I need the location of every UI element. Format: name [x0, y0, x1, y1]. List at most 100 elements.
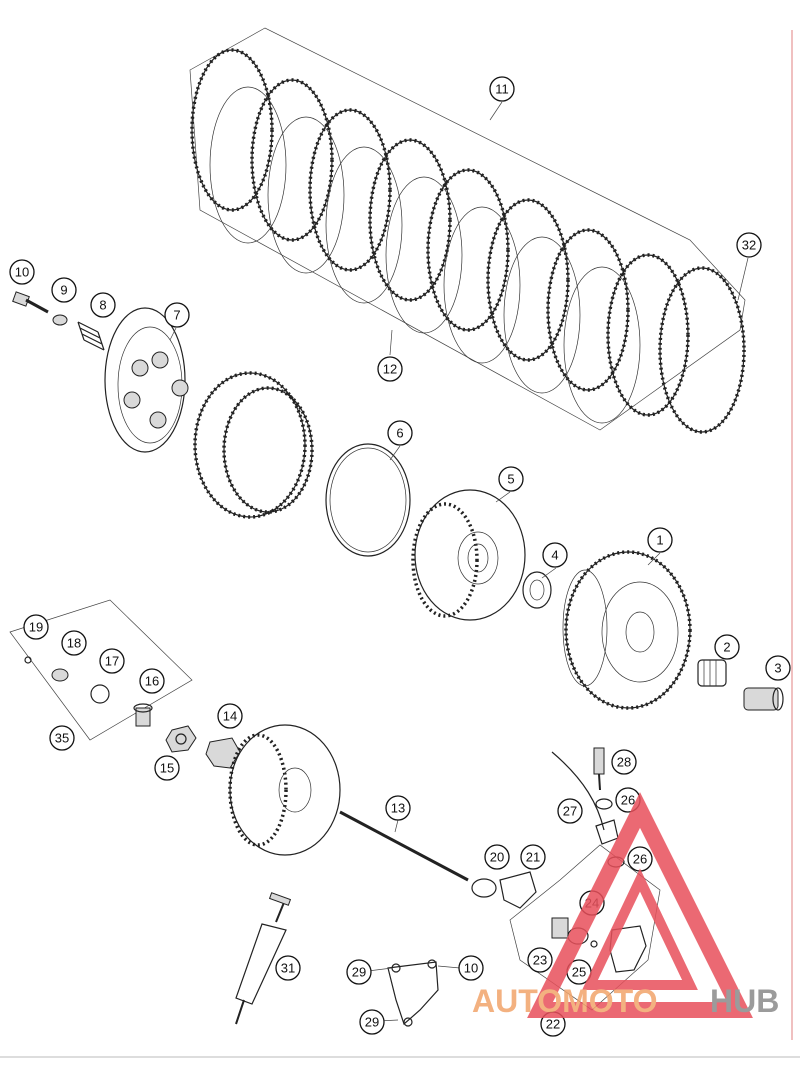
banjo-fitting [595, 819, 619, 845]
inner-clutch-hub [411, 489, 526, 621]
svg-text:14: 14 [223, 709, 237, 724]
lock-washer [90, 684, 110, 704]
svg-text:3: 3 [774, 661, 781, 676]
callout-8: 8 [90, 292, 116, 318]
bushing [743, 687, 784, 711]
svg-text:35: 35 [55, 731, 69, 746]
svg-text:1: 1 [656, 533, 663, 548]
bracket [387, 959, 439, 1027]
callout-3: 3 [765, 655, 791, 681]
callout-5: 5 [498, 466, 524, 492]
hex-nut [165, 725, 197, 753]
callout-6: 6 [387, 420, 413, 446]
svg-text:25: 25 [572, 965, 586, 980]
pin [133, 703, 153, 727]
primary-gear [228, 724, 341, 856]
o-ring-small [24, 656, 32, 664]
spring [77, 321, 105, 351]
svg-text:19: 19 [29, 620, 43, 635]
svg-text:29: 29 [365, 1015, 379, 1030]
svg-text:4: 4 [551, 548, 558, 563]
watermark-logo: AUTOMOTO HUB [472, 792, 779, 1019]
steel-disc [209, 86, 287, 244]
callout-2: 2 [714, 634, 740, 660]
callout-29: 29 [359, 1009, 385, 1035]
svg-text:28: 28 [617, 755, 631, 770]
svg-text:22: 22 [546, 1017, 560, 1032]
callout-4: 4 [542, 542, 568, 568]
svg-text:27: 27 [563, 804, 577, 819]
callout-11: 11 [489, 76, 515, 102]
svg-text:10: 10 [15, 265, 29, 280]
callout-14: 14 [217, 703, 243, 729]
callout-10: 10 [458, 955, 484, 981]
callout-1: 1 [647, 527, 673, 553]
pressure-plate [104, 307, 189, 453]
outer-clutch-basket [562, 550, 692, 710]
steel-disc [503, 236, 581, 394]
steel-disc [325, 146, 403, 304]
svg-text:23: 23 [533, 953, 547, 968]
svg-text:21: 21 [526, 850, 540, 865]
clutch-plate-stack [189, 27, 746, 434]
svg-text:5: 5 [507, 472, 514, 487]
kit-frame [9, 599, 193, 741]
svg-text:29: 29 [352, 965, 366, 980]
svg-text:2: 2 [723, 640, 730, 655]
svg-text:13: 13 [391, 801, 405, 816]
callout-9: 9 [51, 277, 77, 303]
svg-text:AUTOMOTO: AUTOMOTO [472, 983, 657, 1019]
svg-text:6: 6 [396, 426, 403, 441]
washer [51, 668, 69, 682]
callout-7: 7 [164, 302, 190, 328]
svg-text:18: 18 [67, 636, 81, 651]
seal-washer [595, 798, 613, 810]
washer [52, 314, 68, 326]
svg-text:7: 7 [173, 308, 180, 323]
lock-plate [205, 737, 241, 769]
push-rod [339, 810, 469, 882]
svg-text:12: 12 [383, 362, 397, 377]
callout-29: 29 [346, 959, 372, 985]
svg-text:11: 11 [495, 82, 509, 97]
svg-text:10: 10 [464, 961, 478, 976]
wire-ring [325, 443, 411, 557]
callout-12: 12 [377, 356, 403, 382]
bleeding-syringe [235, 892, 292, 1025]
callout-15: 15 [154, 755, 180, 781]
svg-text:9: 9 [60, 283, 67, 298]
bolt [12, 291, 49, 314]
bleeder-screw [593, 747, 605, 791]
svg-text:26: 26 [621, 793, 635, 808]
steel-disc [563, 266, 641, 424]
callout-31: 31 [275, 955, 301, 981]
callout-32: 32 [736, 232, 762, 258]
callout-35: 35 [49, 725, 75, 751]
callout-20: 20 [484, 844, 510, 870]
needle-bearing [697, 659, 727, 687]
callout-26: 26 [627, 846, 653, 872]
gasket [499, 871, 537, 909]
steel-disc [443, 206, 521, 364]
thrust-washer [522, 571, 552, 609]
callout-23: 23 [527, 947, 553, 973]
svg-text:20: 20 [490, 850, 504, 865]
callout-10: 10 [9, 259, 35, 285]
svg-text:16: 16 [145, 674, 159, 689]
damper-ring [193, 371, 314, 519]
svg-text:26: 26 [633, 852, 647, 867]
svg-text:HUB: HUB [710, 983, 779, 1019]
svg-text:17: 17 [105, 654, 119, 669]
svg-text:31: 31 [281, 961, 295, 976]
callout-19: 19 [23, 614, 49, 640]
steel-disc [385, 176, 463, 334]
callout-27: 27 [557, 798, 583, 824]
svg-text:32: 32 [742, 238, 756, 253]
callout-17: 17 [99, 648, 125, 674]
callout-18: 18 [61, 630, 87, 656]
callout-28: 28 [611, 749, 637, 775]
callout-16: 16 [139, 668, 165, 694]
callout-13: 13 [385, 795, 411, 821]
svg-text:15: 15 [160, 761, 174, 776]
